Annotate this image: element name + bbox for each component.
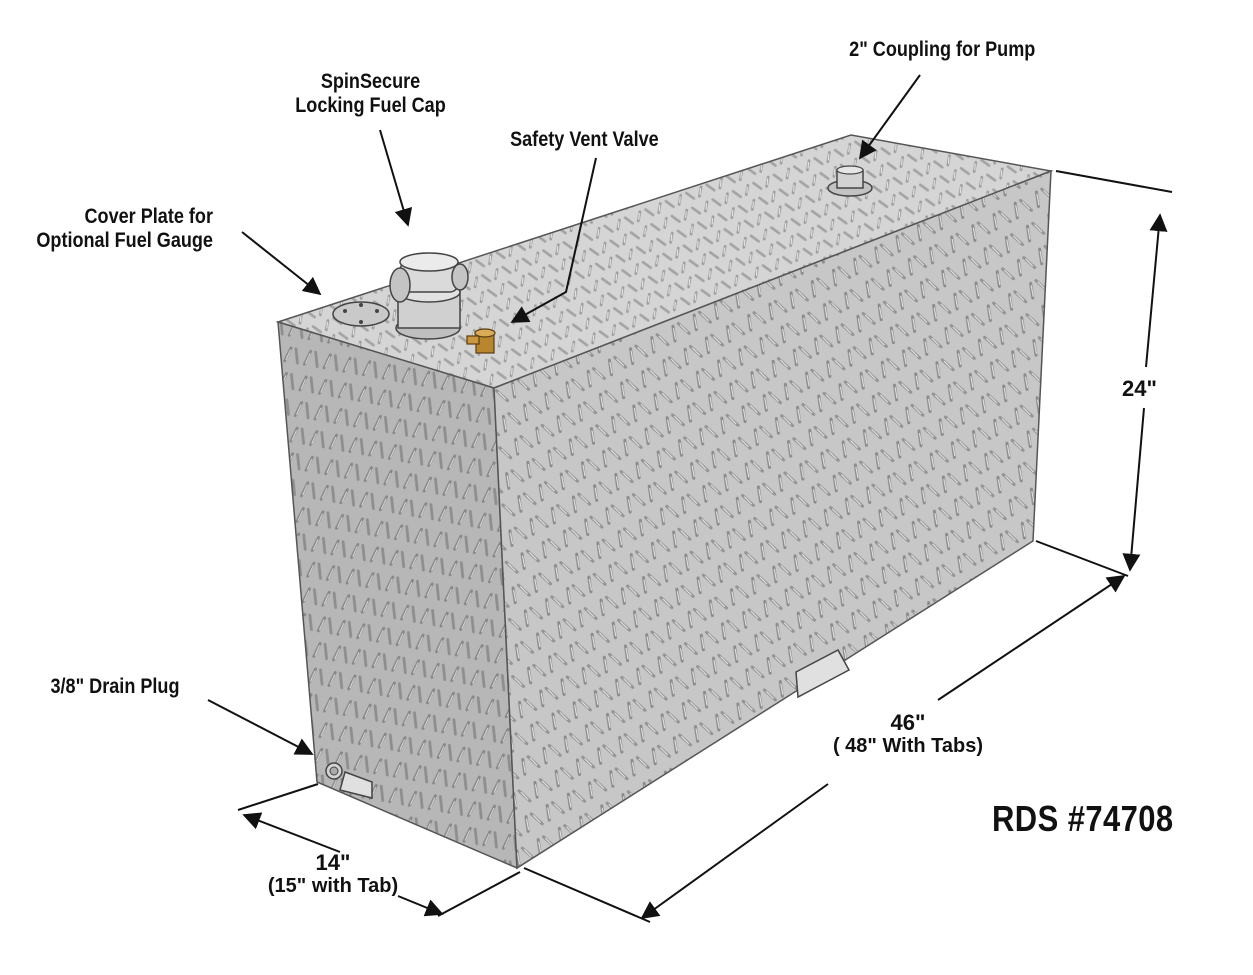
height-dimension-lower — [1122, 407, 1145, 572]
cover-plate-label-line1: Cover Plate for — [84, 205, 213, 228]
fuel-cap-label-line1: SpinSecure — [320, 70, 421, 93]
cover-plate-label-line2: Optional Fuel Gauge — [36, 229, 213, 253]
height-dimension-upper — [1145, 213, 1168, 368]
dimension-lines — [237, 170, 1173, 923]
width-extension-left — [237, 783, 319, 811]
fuel-cap-label: SpinSecure Locking Fuel Cap — [295, 70, 446, 118]
width-extension-right — [437, 871, 521, 917]
drain-plug-icon — [325, 762, 343, 780]
mounting-tab-side — [339, 771, 373, 799]
width-label-text: 14" — [315, 850, 351, 875]
coupling-leader — [858, 74, 921, 160]
height-label-text: 24" — [1122, 376, 1157, 401]
cover-plate-label: Cover Plate for Optional Fuel Gauge — [36, 205, 213, 253]
length-label: 46" ( 48" With Tabs) — [808, 710, 1008, 758]
tank-body — [275, 134, 1054, 870]
length-label-text: 46" — [890, 710, 926, 735]
width-with-tab-text: (15" with Tab) — [267, 875, 399, 898]
height-extension-top — [1055, 170, 1173, 193]
width-dimension-upper — [242, 812, 341, 853]
length-with-tabs-text: ( 48" With Tabs) — [832, 735, 984, 758]
vent-valve-icon — [466, 328, 496, 354]
tank-front-face — [493, 169, 1052, 870]
height-label: 24" — [1122, 376, 1157, 401]
part-number-text: RDS #74708 — [992, 798, 1174, 839]
fuel-cap-label-line2: Locking Fuel Cap — [295, 94, 446, 118]
height-extension-bottom — [1035, 540, 1129, 577]
pump-coupling-icon — [827, 165, 873, 197]
vent-label: Safety Vent Valve — [510, 128, 659, 152]
drain-leader — [207, 699, 314, 755]
coupling-label-text: 2" Coupling for Pump — [849, 38, 1036, 61]
fuel-cap-leader — [379, 129, 413, 227]
length-extension-front — [523, 867, 651, 923]
vent-leader — [510, 157, 597, 323]
drain-label: 3/8" Drain Plug — [51, 675, 180, 699]
drain-label-text: 3/8" Drain Plug — [50, 675, 180, 698]
cover-plate-leader — [241, 231, 322, 296]
fuel-cap-icon — [389, 252, 469, 340]
width-label: 14" (15" with Tab) — [253, 850, 413, 898]
cover-plate-icon — [332, 301, 390, 327]
length-dimension-lower — [640, 783, 829, 920]
callout-leaders — [207, 74, 921, 755]
part-number: RDS #74708 — [992, 798, 1174, 839]
width-dimension-lower — [397, 895, 444, 917]
vent-label-text: Safety Vent Valve — [510, 128, 659, 151]
length-dimension-upper — [937, 575, 1126, 701]
coupling-label: 2" Coupling for Pump — [849, 38, 1035, 62]
mounting-tab-front — [795, 648, 851, 699]
